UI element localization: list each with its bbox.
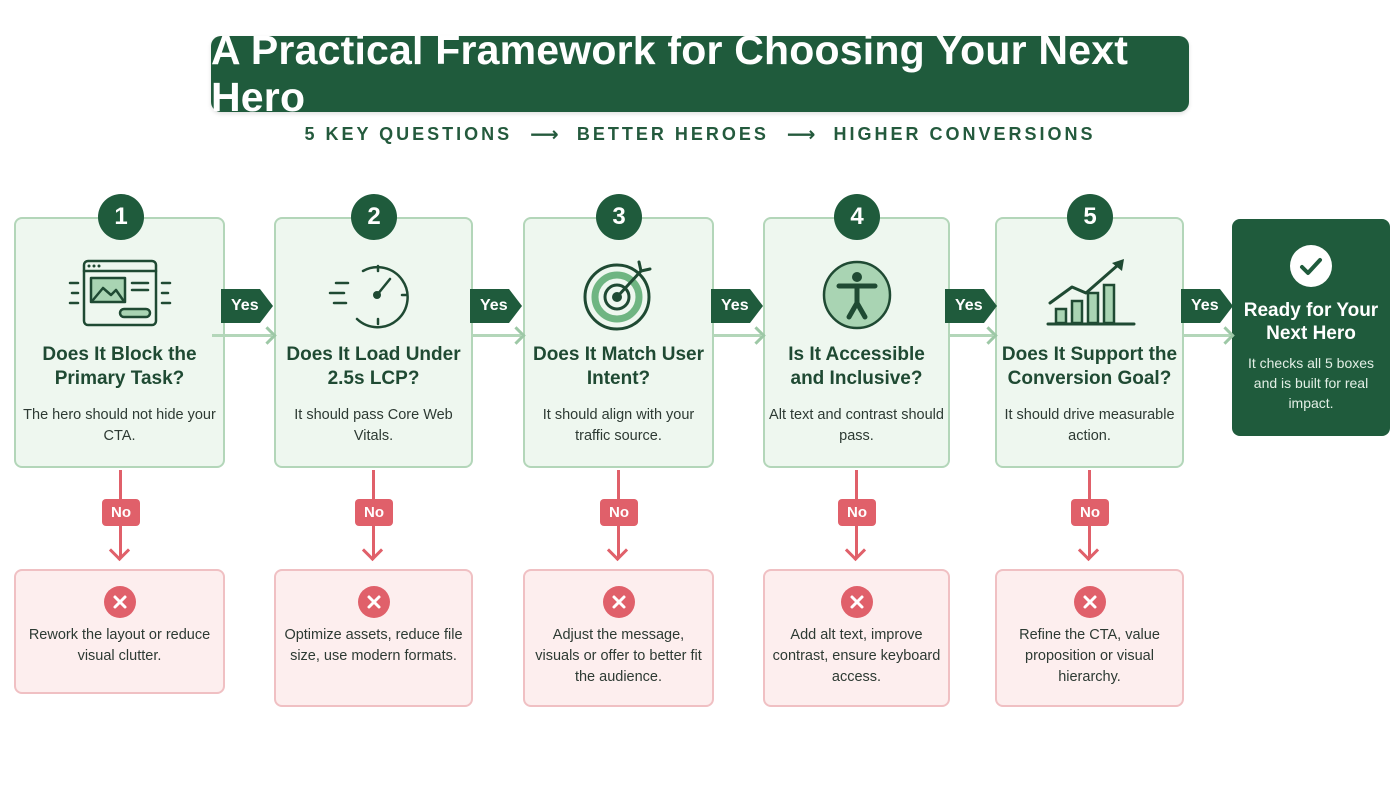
yes-label: Yes — [221, 289, 273, 323]
yes-connector-arrow — [714, 334, 761, 337]
final-title: Ready for Your Next Hero — [1243, 300, 1379, 344]
step-question: Does It Match User Intent? — [532, 344, 705, 389]
step-description: It should drive measurable action. — [1004, 407, 1175, 444]
no-label: No — [355, 499, 393, 526]
fix-text: Adjust the message, visuals or offer to … — [535, 627, 702, 685]
final-description: It checks all 5 boxes and is built for r… — [1247, 355, 1375, 411]
yes-label: Yes — [945, 289, 997, 323]
step-description: It should pass Core Web Vitals. — [294, 407, 453, 444]
fix-text: Rework the layout or reduce visual clutt… — [28, 627, 211, 664]
no-label: No — [102, 499, 140, 526]
step-number-5: 5 — [1067, 194, 1113, 240]
x-circle-icon — [103, 586, 136, 618]
no-label: No — [600, 499, 638, 526]
fix-card-5: Refine the CTA, value proposition or vis… — [995, 569, 1184, 707]
subtitle-part-2: BETTER HEROES — [576, 124, 769, 144]
fix-text: Add alt text, improve contrast, ensure k… — [772, 627, 941, 685]
fix-card-3: Adjust the message, visuals or offer to … — [523, 569, 714, 707]
step-question: Does It Load Under 2.5s LCP? — [286, 344, 461, 389]
fix-text: Refine the CTA, value proposition or vis… — [1019, 627, 1160, 685]
yes-label: Yes — [470, 289, 522, 323]
fix-card-1: Rework the layout or reduce visual clutt… — [14, 569, 225, 694]
yes-label: Yes — [1181, 289, 1233, 323]
yes-connector-arrow — [1184, 334, 1230, 337]
no-label: No — [838, 499, 876, 526]
x-circle-icon — [840, 586, 873, 618]
yes-connector-arrow — [212, 334, 272, 337]
subtitle-arrow-icon: ⟶ — [530, 124, 559, 146]
fix-card-2: Optimize assets, reduce file size, use m… — [274, 569, 473, 707]
growth-chart-icon — [1046, 259, 1135, 326]
x-circle-icon — [357, 586, 390, 618]
step-number-1: 1 — [98, 194, 144, 240]
fix-text: Optimize assets, reduce file size, use m… — [284, 627, 463, 664]
accessibility-icon — [822, 260, 891, 330]
step-question: Is It Accessible and Inclusive? — [788, 344, 925, 389]
step-card-2: Does It Load Under 2.5s LCP? It should p… — [274, 217, 473, 468]
subtitle: 5 KEY QUESTIONS ⟶ BETTER HEROES ⟶ HIGHER… — [0, 122, 1400, 147]
step-card-1: Does It Block the Primary Task? The hero… — [14, 217, 225, 468]
check-circle-icon — [1290, 245, 1332, 287]
yes-connector-arrow — [950, 334, 993, 337]
step-description: Alt text and contrast should pass. — [769, 407, 944, 444]
yes-label: Yes — [711, 289, 763, 323]
stopwatch-icon — [328, 264, 409, 329]
step-question: Does It Block the Primary Task? — [42, 344, 197, 389]
step-card-3: Does It Match User Intent? It should ali… — [523, 217, 714, 468]
step-number-3: 3 — [596, 194, 642, 240]
page-title: A Practical Framework for Choosing Your … — [211, 27, 1129, 120]
step-card-4: Is It Accessible and Inclusive? Alt text… — [763, 217, 950, 468]
step-number-4: 4 — [834, 194, 880, 240]
x-circle-icon — [602, 586, 635, 618]
title-banner: A Practical Framework for Choosing Your … — [211, 27, 1189, 120]
browser-window-icon — [68, 259, 171, 327]
subtitle-part-3: HIGHER CONVERSIONS — [833, 124, 1096, 144]
step-number-2: 2 — [351, 194, 397, 240]
step-description: It should align with your traffic source… — [542, 407, 695, 444]
subtitle-part-1: 5 KEY QUESTIONS — [304, 124, 513, 144]
step-card-5: Does It Support the Conversion Goal? It … — [995, 217, 1184, 468]
fix-card-4: Add alt text, improve contrast, ensure k… — [763, 569, 950, 707]
step-description: The hero should not hide your CTA. — [23, 407, 216, 444]
subtitle-arrow-icon: ⟶ — [786, 124, 816, 146]
step-question: Does It Support the Conversion Goal? — [1001, 344, 1178, 389]
target-icon — [583, 260, 651, 331]
no-label: No — [1071, 499, 1109, 526]
final-card: Ready for Your Next Hero It checks all 5… — [1232, 219, 1390, 436]
x-circle-icon — [1073, 586, 1106, 618]
yes-connector-arrow — [473, 334, 521, 337]
